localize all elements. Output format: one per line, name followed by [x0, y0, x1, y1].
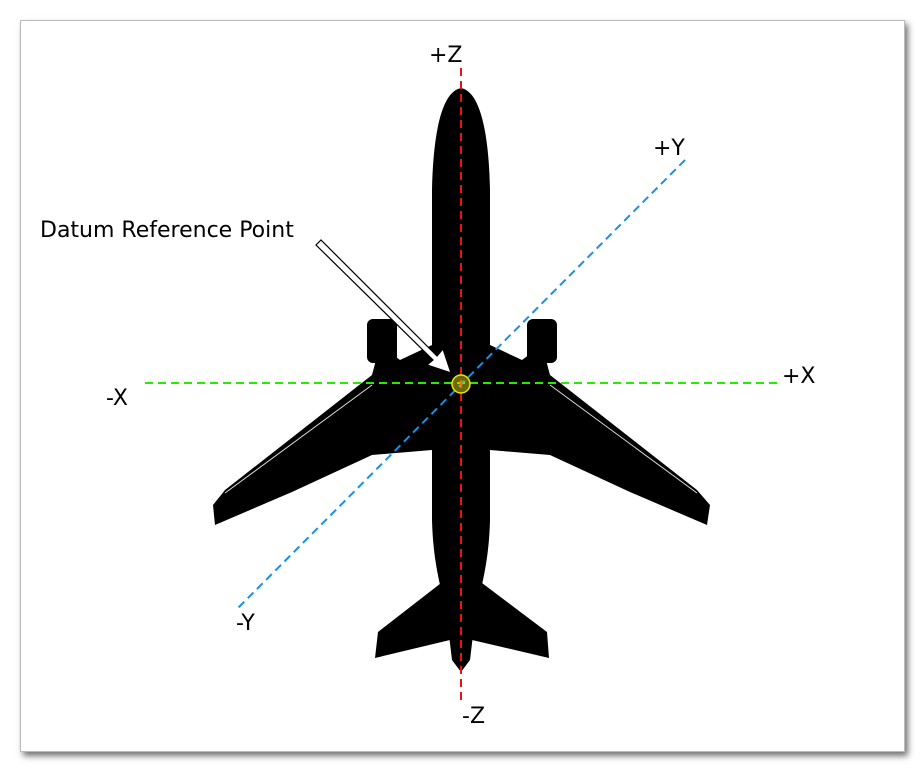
- right-engine: [527, 319, 557, 363]
- label-pos-y: +Y: [653, 136, 685, 161]
- left-wing: [213, 345, 432, 525]
- label-neg-z: -Z: [462, 704, 485, 729]
- label-pos-x: +X: [782, 364, 816, 389]
- label-neg-x: -X: [106, 386, 128, 411]
- right-wing: [490, 345, 710, 525]
- datum-reference-marker: [451, 374, 471, 394]
- label-neg-y: -Y: [236, 611, 255, 636]
- label-pos-z: +Z: [429, 43, 463, 68]
- datum-arrow: [315, 239, 452, 374]
- label-datum-reference-point: Datum Reference Point: [40, 218, 294, 243]
- left-engine: [367, 319, 397, 363]
